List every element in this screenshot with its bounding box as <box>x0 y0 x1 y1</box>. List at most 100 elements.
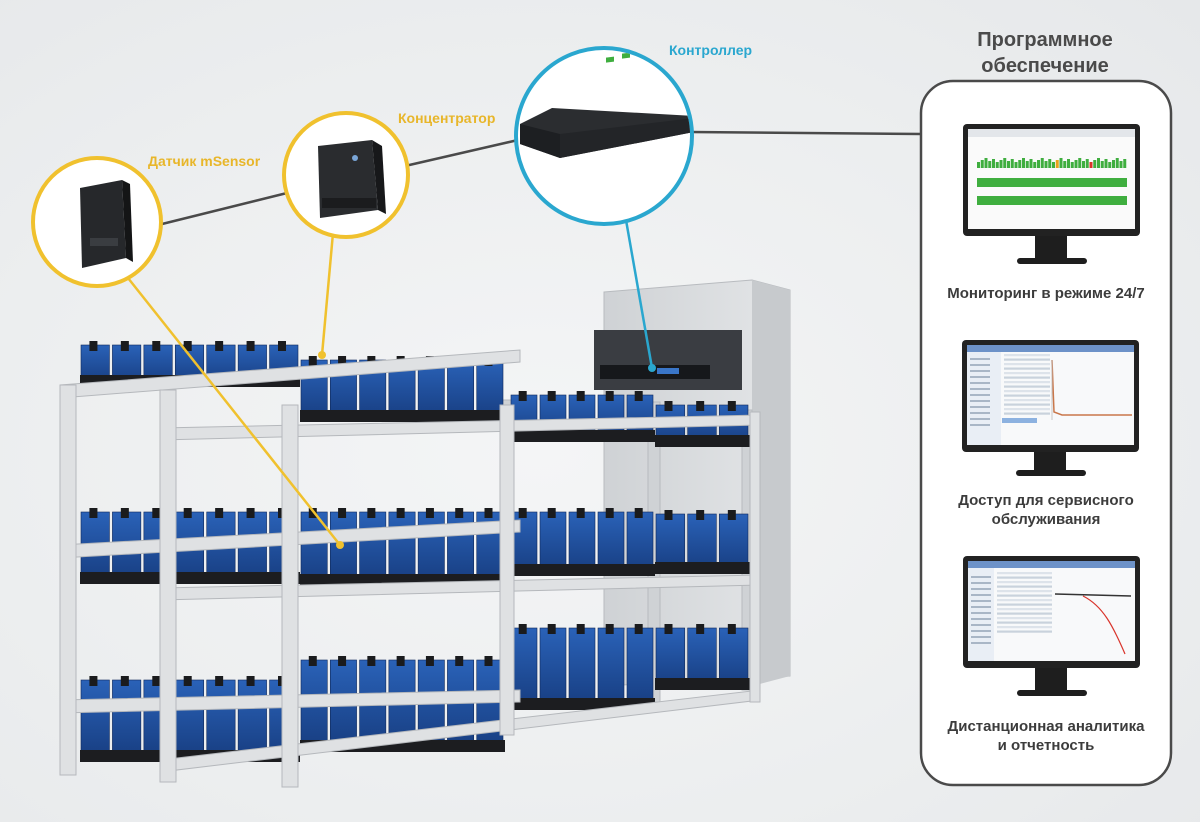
msensor-on-cell <box>547 624 556 634</box>
msensor-device-icon <box>80 180 133 268</box>
battery-cell <box>80 679 110 761</box>
sensor-pointer-lines <box>127 232 341 546</box>
battery-tray <box>300 410 505 422</box>
msensor-on-cell <box>518 508 527 518</box>
msensor-on-cell <box>425 508 434 518</box>
msensor-on-cell <box>367 656 376 666</box>
msensor-on-cell <box>120 341 129 351</box>
msensor-on-cell <box>215 508 224 518</box>
battery-cell <box>476 659 504 751</box>
msensor-on-cell <box>727 624 736 634</box>
msensor-on-cell <box>246 676 255 686</box>
msensor-on-cell <box>152 341 161 351</box>
msensor-on-cell <box>338 356 347 366</box>
msensor-on-cell <box>484 508 493 518</box>
msensor-on-cell <box>518 391 527 401</box>
sensor-pointer-dot <box>336 541 344 549</box>
msensor-on-cell <box>696 510 705 520</box>
monitor-analytics <box>963 556 1140 696</box>
controller-pointer-line <box>624 219 654 369</box>
msensor-on-cell <box>634 508 643 518</box>
battery-cell <box>568 627 596 709</box>
msensor-on-cell <box>152 676 161 686</box>
msensor-on-cell <box>605 624 614 634</box>
msensor-on-cell <box>183 341 192 351</box>
msensor-on-cell <box>605 391 614 401</box>
battery-cell <box>174 679 205 761</box>
msensor-on-cell <box>308 656 317 666</box>
battery-cell <box>388 511 416 585</box>
msensor-on-cell <box>396 508 405 518</box>
msensor-on-cell <box>634 391 643 401</box>
controller-cabinet <box>594 279 791 687</box>
monitor-dashboard <box>963 124 1140 264</box>
battery-cell <box>206 679 236 761</box>
msensor-on-cell <box>455 656 464 666</box>
sensor-label: Датчик mSensor <box>148 153 261 169</box>
battery-cell <box>359 511 387 585</box>
msensor-on-cell <box>152 508 161 518</box>
msensor-on-cell <box>634 624 643 634</box>
battery-cell <box>112 679 142 761</box>
msensor-on-cell <box>120 676 129 686</box>
msensor-on-cell <box>696 624 705 634</box>
battery-cell <box>597 511 625 575</box>
msensor-on-cell <box>338 508 347 518</box>
msensor-on-cell <box>89 508 98 518</box>
battery-cell <box>329 511 357 585</box>
battery-cell <box>597 627 625 709</box>
msensor-on-cell <box>183 508 192 518</box>
msensor-on-cell <box>183 676 192 686</box>
hub-pointer-dot <box>318 351 326 359</box>
msensor-on-cell <box>215 676 224 686</box>
msensor-on-cell <box>664 624 673 634</box>
monitor-caption-service: Доступ для сервисного обслуживания <box>958 492 1134 528</box>
msensor-on-cell <box>547 508 556 518</box>
sensor-callout <box>31 156 163 288</box>
battery-tray <box>655 562 750 574</box>
msensor-on-cell <box>246 341 255 351</box>
monitor-caption-monitoring: Мониторинг в режиме 24/7 <box>947 285 1145 302</box>
msensor-on-cell <box>338 656 347 666</box>
msensor-on-cell <box>89 676 98 686</box>
msensor-on-cell <box>120 508 129 518</box>
msensor-on-cell <box>278 341 286 351</box>
msensor-on-cell <box>576 508 585 518</box>
controller-label: Контроллер <box>669 42 753 58</box>
msensor-on-cell <box>664 401 673 411</box>
battery-tray <box>510 430 655 442</box>
msensor-on-cell <box>484 656 493 666</box>
msensor-on-cell <box>547 391 556 401</box>
hub-callout <box>282 111 410 239</box>
battery-cell <box>626 627 654 709</box>
battery-cell <box>237 679 267 761</box>
monitor-service-access <box>962 340 1139 476</box>
msensor-on-cell <box>215 341 224 351</box>
connection-lines <box>157 130 923 227</box>
battery-tray <box>655 678 750 690</box>
battery-cell <box>568 511 596 575</box>
msensor-on-cell <box>605 508 614 518</box>
msensor-on-cell <box>308 508 317 518</box>
hub-device-icon <box>318 140 386 218</box>
msensor-on-cell <box>246 508 255 518</box>
monitor-caption-analytics: Дистанционная аналитика и отчетность <box>947 718 1145 754</box>
screen-table <box>970 354 1050 426</box>
screen-table <box>971 572 1052 644</box>
msensor-on-cell <box>308 356 317 366</box>
battery-cell <box>626 511 654 575</box>
battery-tray <box>655 435 750 447</box>
battery-tray <box>510 564 655 576</box>
msensor-on-cell <box>696 401 705 411</box>
msensor-on-cell <box>89 341 98 351</box>
battery-cell <box>417 511 445 585</box>
battery-cell <box>539 627 567 709</box>
msensor-on-cell <box>455 508 464 518</box>
controller-device-icon <box>520 50 690 158</box>
msensor-on-cell <box>576 624 585 634</box>
software-title: Программное обеспечение <box>977 29 1113 77</box>
msensor-on-cell <box>727 510 736 520</box>
battery-cell <box>539 511 567 575</box>
controller-callout <box>514 46 694 226</box>
